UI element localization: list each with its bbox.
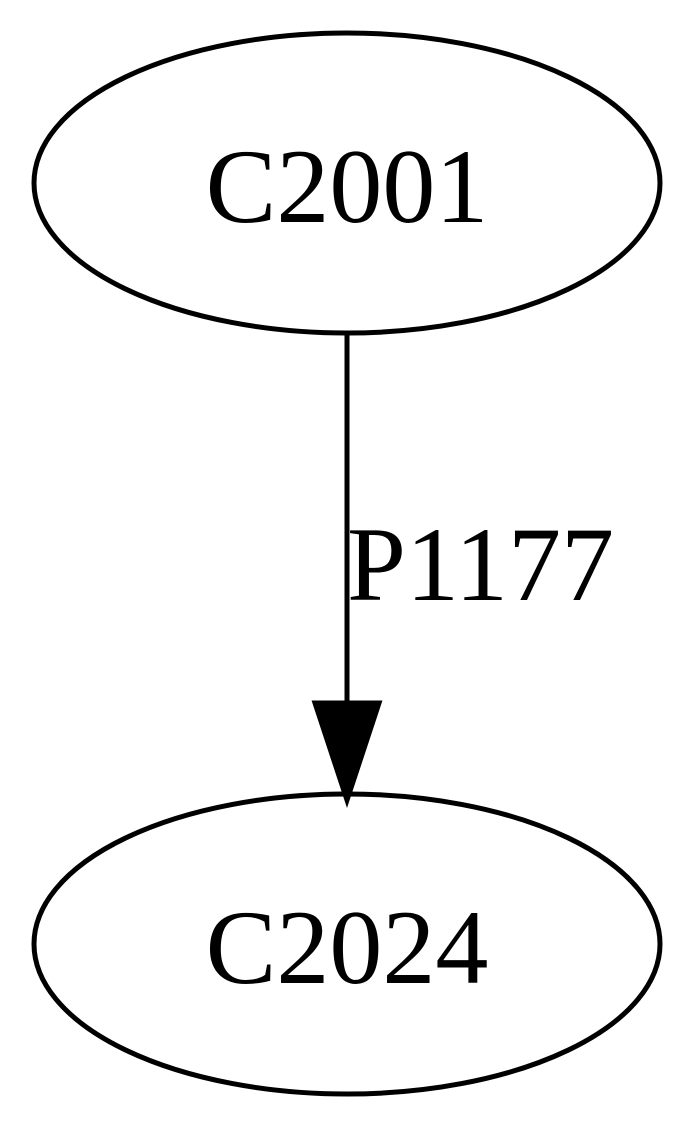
node-c2001-label: C2001 — [206, 128, 489, 245]
node-c2024[interactable]: C2024 — [31, 791, 663, 1097]
edge-label: P1177 — [347, 506, 614, 623]
edge-c2001-c2024[interactable]: P1177 — [311, 335, 614, 808]
node-c2024-label: C2024 — [206, 889, 489, 1006]
node-c2001[interactable]: C2001 — [31, 30, 663, 336]
arrowhead-icon — [311, 700, 383, 808]
node-c2001-shape — [31, 30, 663, 336]
node-c2024-shape — [31, 791, 663, 1097]
